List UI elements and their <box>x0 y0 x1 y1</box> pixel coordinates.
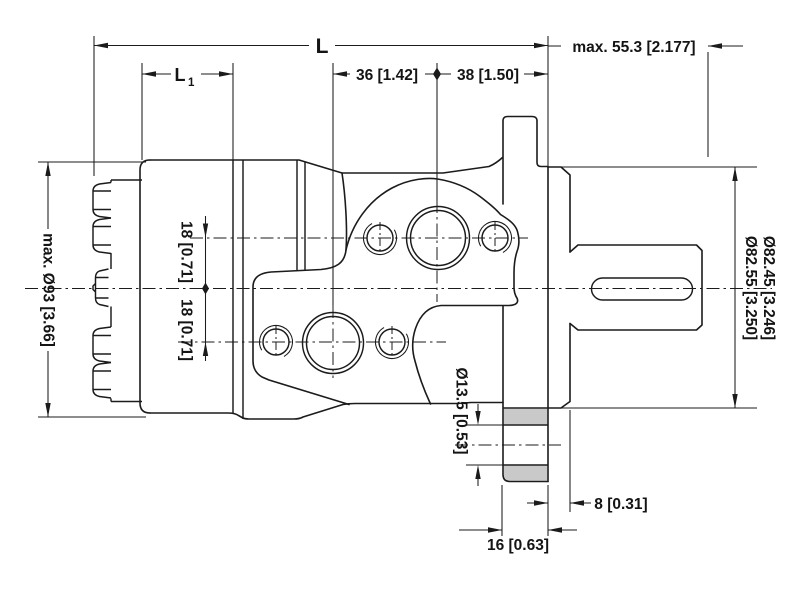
label-l1-subscript: 1 <box>188 77 195 89</box>
label-pilot-diameter-upper: Ø82.55 [3.250] <box>742 236 759 340</box>
bolt-hole <box>481 224 509 252</box>
output-shaft <box>569 244 703 331</box>
shared-dim-point <box>202 282 209 295</box>
lower-port-hole <box>301 311 365 375</box>
end-cap-bolts <box>92 179 142 403</box>
bolt-hole <box>378 328 406 356</box>
dim-port-offsets: 18 [0.71] 18 [0.71] <box>178 216 209 361</box>
upper-port-hole <box>405 205 471 271</box>
label-body-diameter: max. Ø93 [3.66] <box>40 233 57 347</box>
label-overall-length: L <box>316 35 329 58</box>
label-pilot-diameter-lower: Ø82.45 [3.246] <box>760 236 777 340</box>
bolt-hole <box>262 328 290 356</box>
keyway <box>590 277 694 301</box>
dim-l1: L 1 <box>142 62 233 89</box>
dim-overall-length: L <box>94 33 548 58</box>
dim-drain-port: Ø13.5 [0.53] <box>453 367 481 486</box>
label-drain-port: Ø13.5 [0.53] <box>453 367 470 454</box>
centerlines <box>25 200 772 446</box>
label-port-spacing: 36 [1.42] <box>356 67 418 84</box>
motor-body <box>139 156 504 420</box>
label-pilot-depth: 8 [0.31] <box>594 496 647 513</box>
label-port-offset-lower: 18 [0.71] <box>178 299 195 361</box>
label-port-offset-upper: 18 [0.71] <box>178 221 195 283</box>
pilot-boss <box>547 166 571 409</box>
mounting-flange <box>502 115 549 483</box>
drain-port-bore <box>503 424 548 466</box>
dim-pilot-depth: 8 [0.31] <box>527 496 648 513</box>
dim-flange-thickness: 16 [0.63] <box>459 527 577 554</box>
section-fills <box>503 408 548 481</box>
dim-pilot-diameter: Ø82.55 [3.250] Ø82.45 [3.246] <box>732 167 777 408</box>
bolt-hole <box>366 224 394 252</box>
shared-dim-point <box>433 67 441 81</box>
label-shaft-length: max. 55.3 [2.177] <box>572 39 695 56</box>
dimensions: L L 1 36 [1.42] 38 [1.50] max. <box>38 33 777 554</box>
dim-port-spacing: 36 [1.42] 38 [1.50] <box>333 64 548 84</box>
port-face <box>252 172 520 406</box>
label-port-to-face: 38 [1.50] <box>457 67 519 84</box>
label-flange-thickness: 16 [0.63] <box>487 537 549 554</box>
label-l1: L <box>175 65 186 85</box>
shaft <box>547 166 703 409</box>
dim-body-diameter: max. Ø93 [3.66] <box>40 162 57 417</box>
dim-shaft-length: max. 55.3 [2.177] <box>548 36 743 56</box>
